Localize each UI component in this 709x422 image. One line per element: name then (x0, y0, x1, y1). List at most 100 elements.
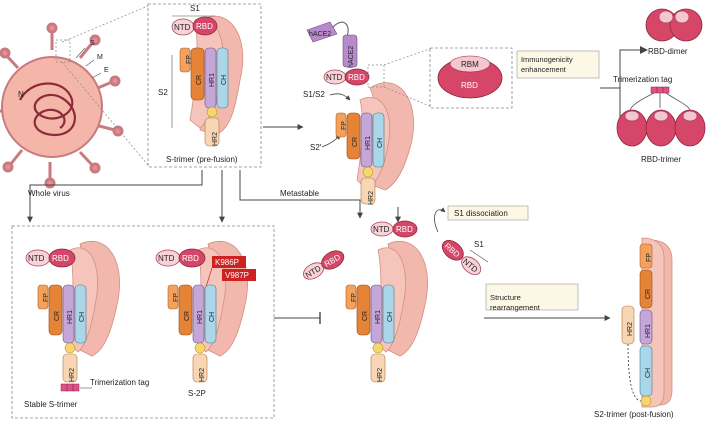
s2p-fp-label: FP (173, 293, 180, 302)
virus-envelope (1, 56, 103, 158)
prefusion-caption: S-trimer (pre-fusion) (166, 155, 238, 164)
s2p-rbd-label: RBD (182, 254, 199, 263)
diss-ntd-a-label: NTD (373, 225, 390, 234)
rbm-zoom-shape (449, 55, 491, 73)
diss-fp-label: FP (351, 293, 358, 302)
stable-tag-3 (72, 383, 80, 392)
rbm-label: RBM (461, 60, 479, 69)
stable-hr1-label: HR1 (67, 310, 74, 324)
rbd-label: RBD (196, 22, 213, 31)
structure-rearrangement-box (485, 283, 579, 311)
ch-label: CH (221, 75, 228, 85)
stable-tag-label: Trimerization tag (90, 378, 149, 387)
diss-rbd-a-label: RBD (396, 225, 413, 234)
post-hr1-label: HR1 (645, 324, 652, 338)
hace2-vertical-label: hACE2 (348, 46, 355, 68)
trimerization-tag-top-label: Trimerization tag (613, 75, 672, 84)
postfusion-trimer: FP CR HR1 CH HR2 S2-trimer (post-fusion) (594, 237, 674, 419)
diss-fp (345, 284, 357, 310)
post-cr (639, 269, 653, 309)
hace2-receptor-top: hACE2 (306, 21, 349, 43)
virus-rna (19, 82, 76, 137)
cr-domain (190, 47, 205, 101)
diss-s1-b: NTD RBD (303, 250, 345, 280)
s2p-hr1-label: HR1 (197, 310, 204, 324)
hace2-hr1-label: HR1 (365, 136, 372, 150)
cr-label: CR (196, 75, 203, 85)
rbd-trimer: Trimerization tag RBD-trimer (613, 75, 706, 164)
hace2-ch-label: CH (377, 138, 384, 148)
diss-hinge (372, 342, 384, 354)
prefusion-trimer: NTD RBD S1 S2 FP CR HR1 CH HR2 S-trimer … (158, 4, 244, 164)
stable-tag-2 (66, 383, 74, 392)
hace2-rbd-label: RBD (348, 73, 365, 82)
virus-e-label: E (104, 67, 109, 74)
diss-hr1-label: HR1 (375, 310, 382, 324)
hr2-domain (204, 117, 220, 147)
s2p-caption: S-2P (188, 389, 206, 398)
stable-hinge (64, 342, 76, 354)
hace2-hinge (362, 166, 374, 178)
diss-hr2 (370, 353, 386, 383)
rbd-trimer-label: RBD-trimer (641, 155, 681, 164)
whole-virus: N S M E Whole virus (0, 22, 124, 198)
stabilized-variants-box (11, 225, 275, 419)
rbd-dimer-label: RBD-dimer (648, 47, 688, 56)
rbd-domain (192, 16, 218, 36)
arrow-metastable (239, 170, 363, 219)
metastable-label: Metastable (280, 189, 320, 198)
s2prime-label: S2′ (310, 143, 322, 152)
arrow-to-stable (27, 170, 203, 223)
hace2-complex: hACE2 hACE2 NTD RBD S1/S2 S2′ FP CR HR1 … (303, 21, 414, 205)
immunogenicity-note-line-2: enhancement (521, 65, 566, 74)
diss-ch (382, 284, 395, 344)
s2p-hr2-label: HR2 (199, 368, 206, 382)
immunogenicity-note-box (516, 50, 600, 79)
s2p-cr-label: CR (184, 311, 191, 321)
stable-cr-label: CR (54, 311, 61, 321)
stable-s-trimer: NTD RBD FP CR HR1 CH HR2 Trimerization t… (24, 241, 149, 409)
s-2p-trimer: NTD RBD K986P V987P FP CR HR1 CH HR2 S-2… (155, 241, 256, 398)
stable-ntd-label: NTD (28, 254, 45, 263)
s1-dissociation-label: S1 dissociation (454, 209, 508, 218)
s2p-hr2 (192, 353, 208, 383)
diss-hr2-label: HR2 (377, 368, 384, 382)
stable-fp (37, 284, 49, 310)
hace2-top-label: hACE2 (309, 31, 331, 38)
dissociated-s1: RBD NTD (441, 240, 482, 275)
rbd-zoom-label: RBD (461, 81, 478, 90)
immunogenicity-note-line: Immunogenicity (521, 55, 573, 64)
mutation-2-badge (222, 269, 256, 281)
mutation-1-badge (212, 256, 246, 268)
postfusion-caption: S2-trimer (post-fusion) (594, 410, 674, 419)
mutation-1-label: K986P (215, 258, 239, 267)
s2-label: S2 (158, 88, 168, 97)
hace2-rbd (344, 68, 370, 86)
hace2-ntd-label: NTD (326, 73, 343, 82)
mutation-2-label: V987P (225, 271, 249, 280)
stable-caption: Stable S-trimer (24, 400, 78, 409)
stable-cr (48, 284, 63, 336)
s1-label: S1 (190, 4, 200, 13)
s1-dissociation-box (447, 205, 529, 221)
virus-n-label: N (18, 90, 24, 99)
s2p-ntd-label: NTD (158, 254, 175, 263)
fp-label: FP (186, 55, 193, 64)
prefusion-box (147, 3, 262, 168)
hace2-fp (335, 112, 347, 138)
s1s2-label: S1/S2 (303, 90, 325, 99)
hace2-fp-label: FP (341, 121, 348, 130)
hace2-ch (372, 112, 385, 168)
rbd-dimer: RBD-dimer (645, 8, 703, 56)
post-cr-label: CR (645, 289, 652, 299)
hace2-receptor-vertical: hACE2 (342, 34, 358, 68)
ch-domain (216, 47, 229, 109)
diss-cr (356, 284, 371, 336)
stable-tag-1 (60, 383, 68, 392)
structure-rearrangement-label: Structure rearrangement (490, 293, 541, 312)
diss-cr-label: CR (362, 311, 369, 321)
virus-s-label: S (90, 40, 95, 47)
structure-rearrangement-line-2: rearrangement (490, 303, 541, 312)
s2p-cr (178, 284, 193, 336)
